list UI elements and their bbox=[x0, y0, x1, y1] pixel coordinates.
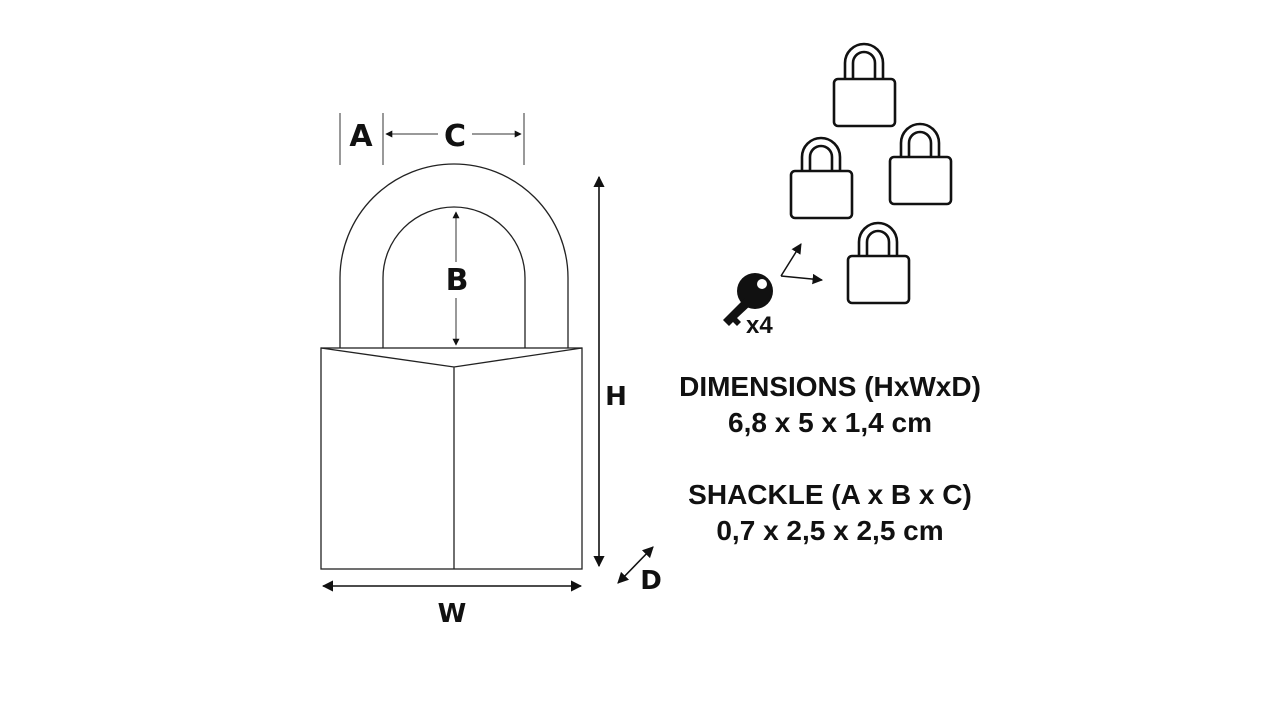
padlock-icon bbox=[888, 122, 953, 206]
dimension-h-label: H bbox=[605, 382, 627, 412]
dimension-a-label: A bbox=[349, 119, 373, 154]
shackle-title: SHACKLE (A x B x C) bbox=[688, 479, 972, 510]
padlock-drawing bbox=[320, 163, 583, 570]
dimension-b-label: B bbox=[446, 263, 469, 298]
dimensions-spec: DIMENSIONS (HxWxD) 6,8 x 5 x 1,4 cm bbox=[640, 369, 1020, 441]
dimensions-value: 6,8 x 5 x 1,4 cm bbox=[728, 407, 932, 438]
body-bevel bbox=[320, 347, 583, 569]
shackle-inner bbox=[382, 206, 526, 348]
padlock-body bbox=[320, 347, 583, 570]
dimension-c-label: C bbox=[444, 119, 466, 154]
padlock-icon bbox=[789, 136, 854, 220]
dimension-w-label: W bbox=[438, 599, 467, 629]
shackle-outer bbox=[339, 163, 569, 348]
padlock-icon bbox=[832, 42, 897, 128]
dimension-d-label: D bbox=[640, 566, 662, 596]
key-arrows bbox=[780, 243, 824, 285]
key-icon bbox=[723, 273, 773, 326]
shackle-value: 0,7 x 2,5 x 2,5 cm bbox=[716, 515, 944, 546]
dimensions-title: DIMENSIONS (HxWxD) bbox=[679, 371, 981, 402]
dimension-a-c bbox=[339, 113, 525, 165]
padlock-set bbox=[789, 42, 953, 305]
key-count-label: x4 bbox=[746, 312, 773, 339]
shackle-spec: SHACKLE (A x B x C) 0,7 x 2,5 x 2,5 cm bbox=[640, 477, 1020, 549]
padlock-icon bbox=[846, 221, 911, 305]
dimension-d-arrow bbox=[617, 546, 654, 584]
